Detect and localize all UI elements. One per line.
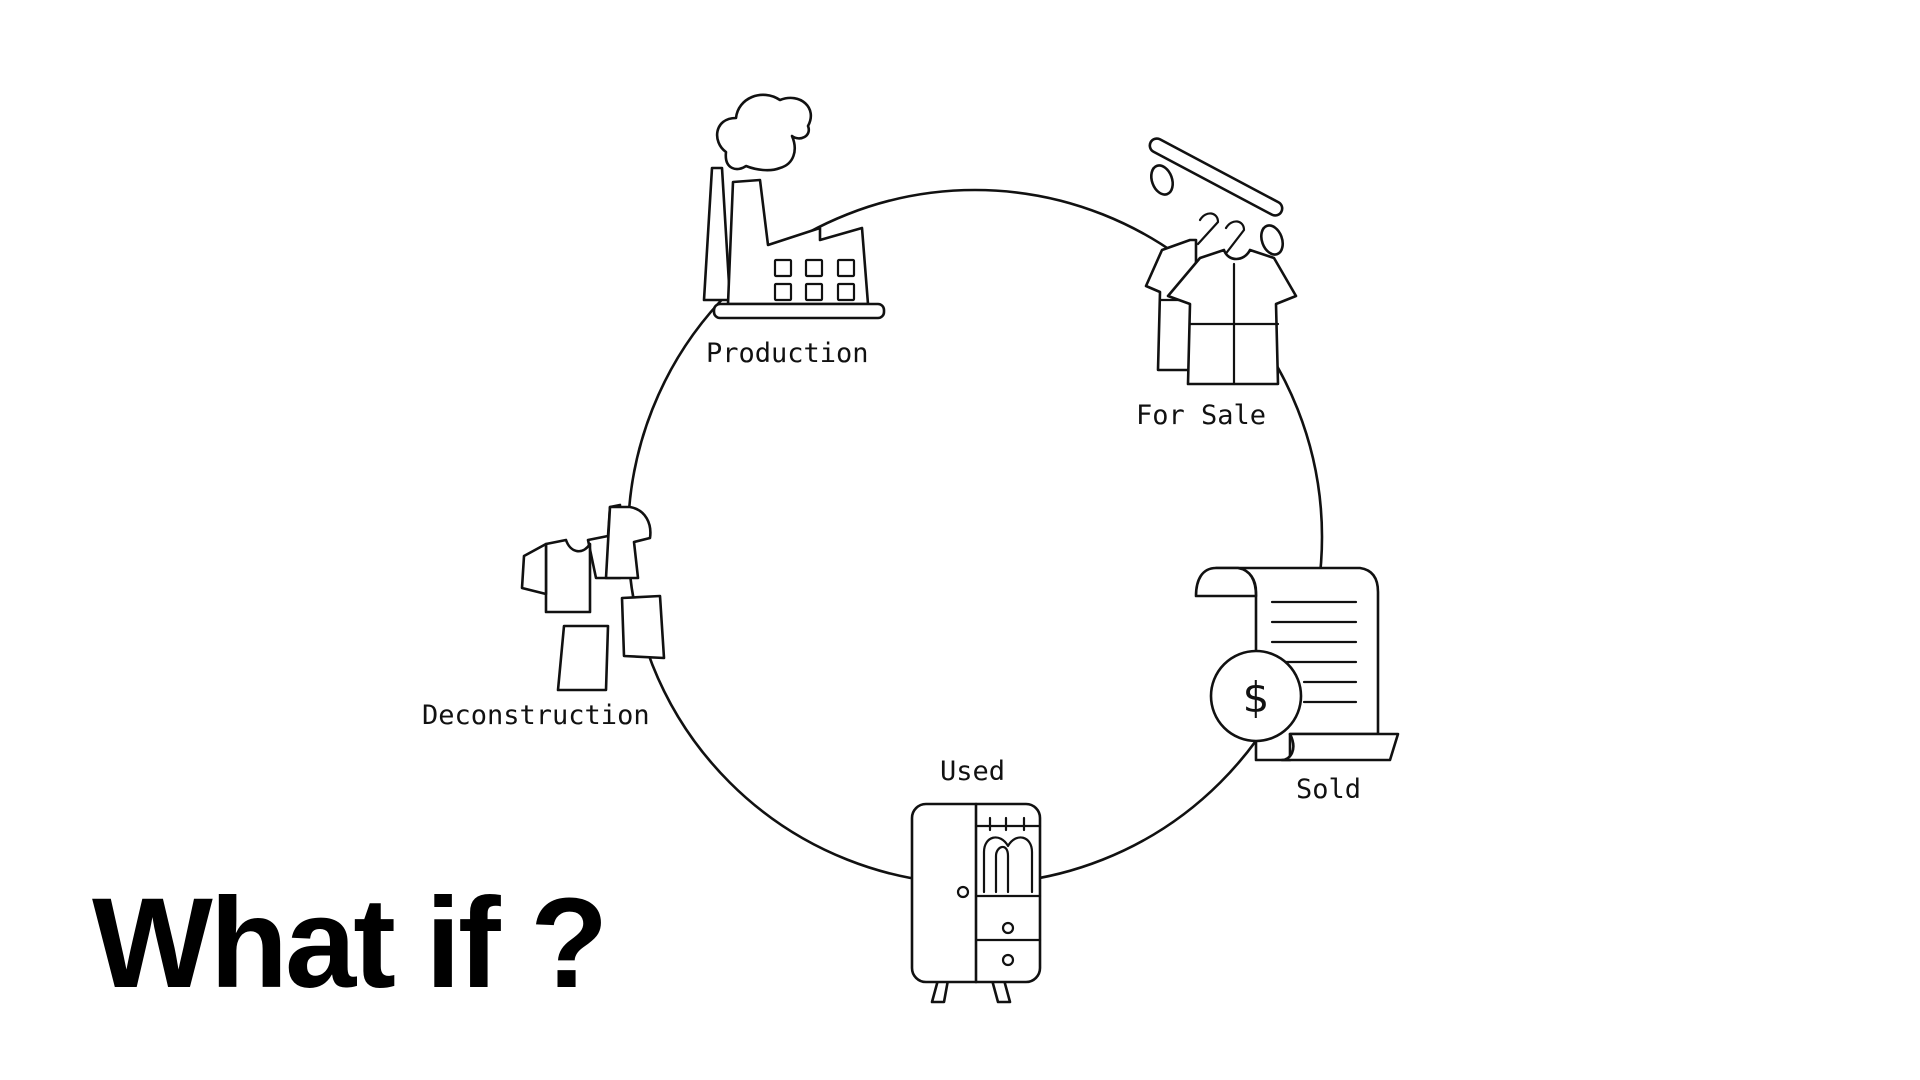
stage-label-production: Production	[706, 338, 869, 369]
factory-icon	[702, 93, 886, 320]
deconstructed-shirt-icon	[520, 503, 666, 692]
stage-label-used: Used	[940, 756, 1006, 787]
svg-text:$: $	[1243, 673, 1270, 722]
stage-label-deconstruction: Deconstruction	[422, 700, 650, 731]
headline: What if ?	[92, 872, 608, 1015]
clothes-rack-icon	[1144, 137, 1298, 386]
receipt-dollar-icon: $	[1194, 566, 1400, 762]
stage-label-for-sale: For Sale	[1136, 400, 1267, 431]
wardrobe-icon	[910, 802, 1042, 1004]
stage-label-sold: Sold	[1296, 774, 1362, 805]
